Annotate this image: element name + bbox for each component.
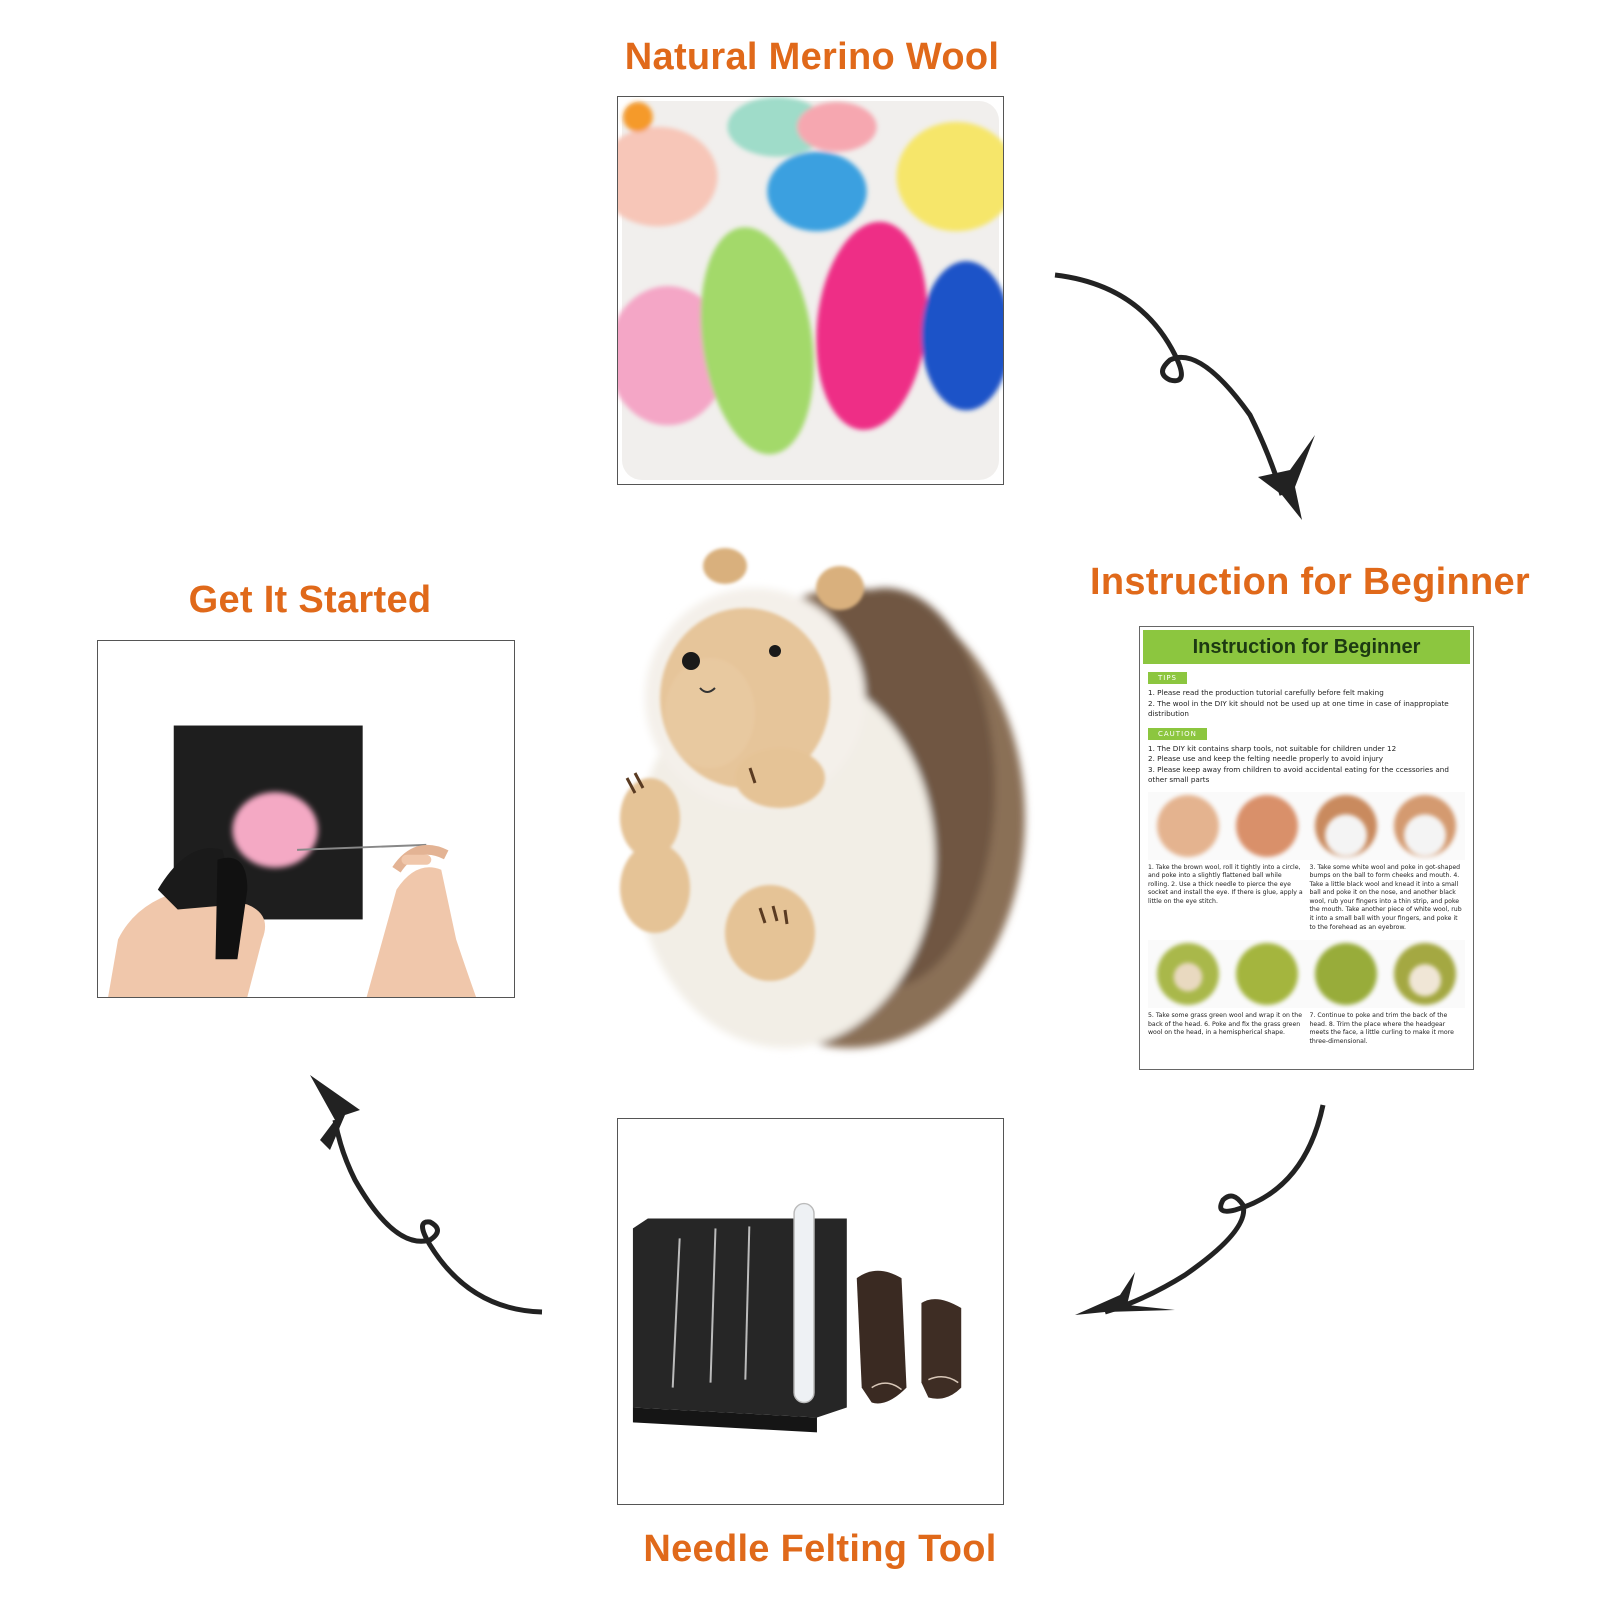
step-thumbnail [1394, 943, 1457, 1006]
felted-hedgehog-image [605, 528, 1040, 1058]
tip-item: 2. The wool in the DIY kit should not be… [1148, 698, 1449, 719]
step-text: 7. Continue to poke and trim the back of… [1309, 1012, 1454, 1046]
needle-felting-tool-photo [617, 1118, 1004, 1505]
sheet-title: Instruction for Beginner [1143, 630, 1470, 664]
step-thumbnail [1315, 943, 1378, 1006]
step-thumbnail [1235, 943, 1298, 1006]
step-text: 1. Take the brown wool, roll it tightly … [1148, 863, 1303, 905]
curved-arrow-icon [1054, 272, 1315, 520]
tip-item: 1. Please read the production tutorial c… [1148, 688, 1384, 697]
step-thumbnails-row-2 [1148, 940, 1465, 1009]
caption-get-it-started: Get It Started [188, 579, 432, 621]
steps-block-1: 1. Take the brown wool, roll it tightly … [1140, 860, 1473, 933]
caution-tag: CAUTION [1148, 727, 1207, 740]
curved-arrow-icon [310, 1075, 543, 1315]
caution-list: 1. The DIY kit contains sharp tools, not… [1140, 740, 1473, 786]
step-thumbnail [1394, 794, 1457, 857]
caption-instruction-for-beginner: Instruction for Beginner [1090, 561, 1530, 603]
step-thumbnails-row-1 [1148, 791, 1465, 860]
merino-wool-photo [617, 96, 1004, 485]
steps-block-2: 5. Take some grass green wool and wrap i… [1140, 1008, 1473, 1046]
step-thumbnail [1156, 794, 1219, 857]
felting-tools-image [618, 1119, 1003, 1504]
step-text: 5. Take some grass green wool and wrap i… [1148, 1012, 1303, 1037]
step-thumbnail [1235, 794, 1298, 857]
felting-hands-image [98, 641, 514, 997]
caution-item: 2. Please use and keep the felting needl… [1148, 754, 1384, 763]
curved-arrow-icon [1075, 1104, 1326, 1315]
caption-needle-felting-tool: Needle Felting Tool [643, 1528, 997, 1570]
get-it-started-photo [97, 640, 515, 998]
step-thumbnail [1315, 794, 1378, 857]
instruction-sheet: Instruction for Beginner TIPS 1. Please … [1139, 626, 1474, 1070]
caption-natural-merino-wool: Natural Merino Wool [624, 36, 1000, 78]
step-thumbnail [1156, 943, 1219, 1006]
tips-list: 1. Please read the production tutorial c… [1140, 684, 1473, 720]
step-text: 3. Take some white wool and poke in got-… [1309, 863, 1462, 931]
caution-item: 1. The DIY kit contains sharp tools, not… [1148, 743, 1397, 753]
wool-rovings-image [618, 97, 1003, 481]
tips-tag: TIPS [1148, 672, 1188, 684]
caution-item: 3. Please keep away from children to avo… [1148, 764, 1449, 785]
